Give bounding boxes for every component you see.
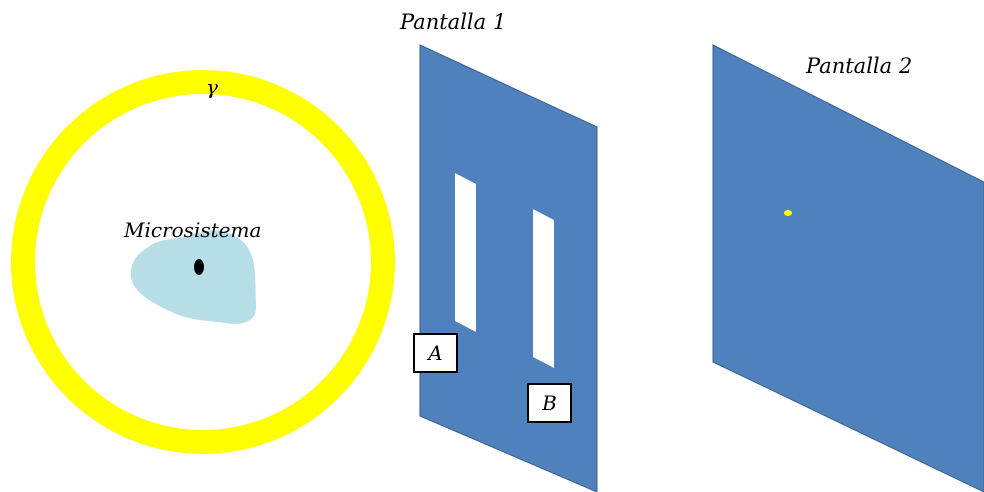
- slit-a-label: A: [413, 333, 458, 373]
- screen-1-label: Pantalla 1: [400, 10, 507, 34]
- gamma-label: γ: [206, 75, 218, 99]
- screen-2-panel: [712, 44, 984, 492]
- particle-dot: [194, 259, 204, 275]
- gamma-ring: [11, 70, 395, 454]
- detection-dot: [784, 210, 792, 216]
- slit-b: [533, 209, 554, 368]
- microsystem-blob: [130, 230, 257, 324]
- slit-a: [455, 173, 476, 332]
- screen-2-label: Pantalla 2: [806, 54, 913, 78]
- slit-b-label: B: [527, 383, 572, 423]
- screen-1-panel: [419, 44, 598, 492]
- microsystem-label: Microsistema: [124, 218, 262, 242]
